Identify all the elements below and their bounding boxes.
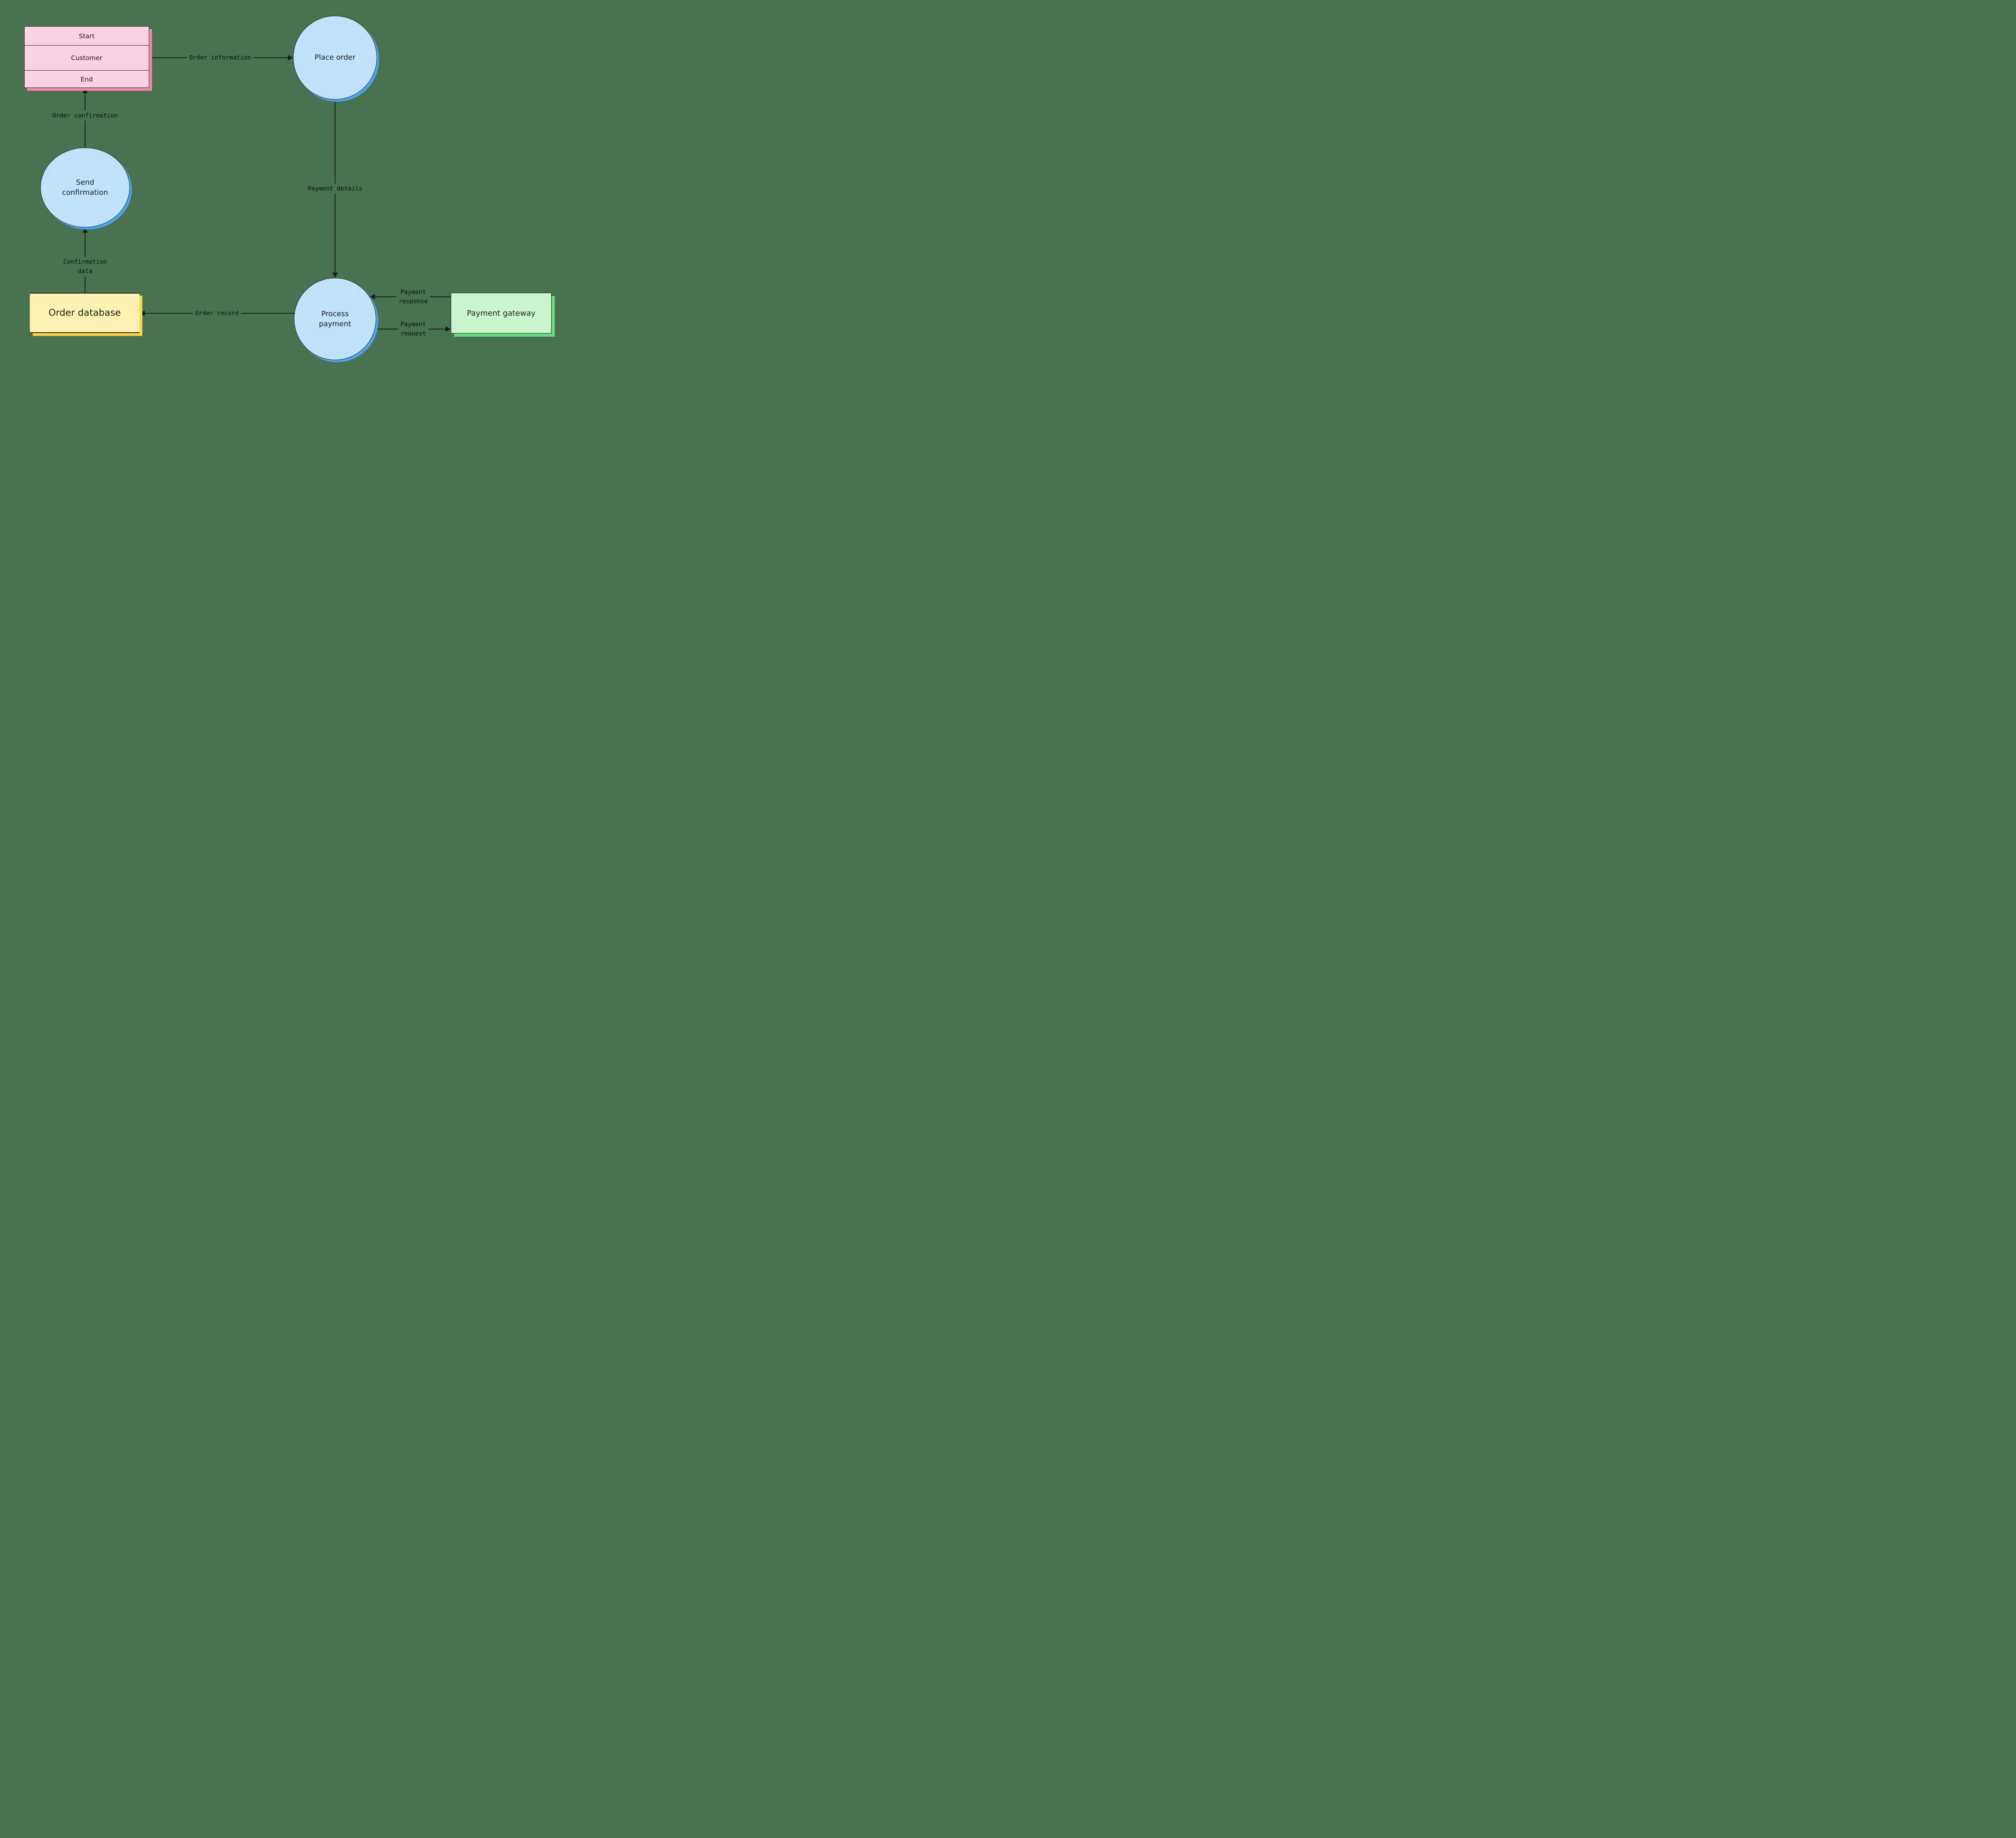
edge-order-confirmation-arrowhead xyxy=(82,88,88,93)
customer-entity: Start Customer End xyxy=(24,26,149,88)
process-payment-label: Process payment xyxy=(319,309,352,328)
edge-label-order-information: Order information xyxy=(187,52,254,63)
edge-label-payment-response-line1: Payment xyxy=(400,288,426,296)
entity-row-end-label: End xyxy=(80,75,93,83)
edge-label-confirmation-data-line2: data xyxy=(77,267,93,275)
edge-label-confirmation-data: Confirmation data xyxy=(60,256,110,277)
edge-order-information-arrowhead xyxy=(288,55,293,60)
order-database-label: Order database xyxy=(48,308,121,318)
edge-label-order-confirmation: Order confirmation xyxy=(50,110,121,121)
edge-label-payment-request-line1: Payment xyxy=(400,320,426,328)
edge-label-payment-details: Payment details xyxy=(305,183,365,194)
entity-row-start: Start xyxy=(25,27,149,46)
edge-label-payment-request-line2: request xyxy=(400,330,426,337)
edge-label-order-record: Order record xyxy=(192,308,242,319)
edge-label-payment-response: Payment response xyxy=(396,287,431,307)
place-order-process: Place order xyxy=(293,16,377,100)
edge-order-record-arrowhead xyxy=(140,311,145,316)
edge-label-payment-response-line2: response xyxy=(398,298,428,305)
diagram-canvas: Start Customer End Place order Send conf… xyxy=(0,0,577,368)
send-confirmation-process: Send confirmation xyxy=(40,148,130,227)
edge-payment-response-arrowhead xyxy=(370,294,375,300)
payment-gateway-label: Payment gateway xyxy=(467,308,536,318)
edge-confirmation-data-arrowhead xyxy=(82,227,88,233)
edge-payment-details-arrowhead xyxy=(332,273,338,278)
payment-gateway-entity: Payment gateway xyxy=(451,293,552,333)
send-confirmation-label: Send confirmation xyxy=(62,178,108,197)
edge-label-confirmation-data-line1: Confirmation xyxy=(63,258,107,265)
place-order-label: Place order xyxy=(314,53,356,62)
entity-row-customer-label: Customer xyxy=(71,54,102,62)
entity-row-start-label: Start xyxy=(79,32,95,40)
edge-label-payment-request: Payment request xyxy=(398,319,429,339)
edge-payment-request-arrowhead xyxy=(446,326,451,332)
process-payment-process: Process payment xyxy=(294,278,376,360)
order-database-datastore: Order database xyxy=(30,293,140,333)
entity-row-end: End xyxy=(25,71,149,88)
entity-row-customer: Customer xyxy=(25,46,149,71)
